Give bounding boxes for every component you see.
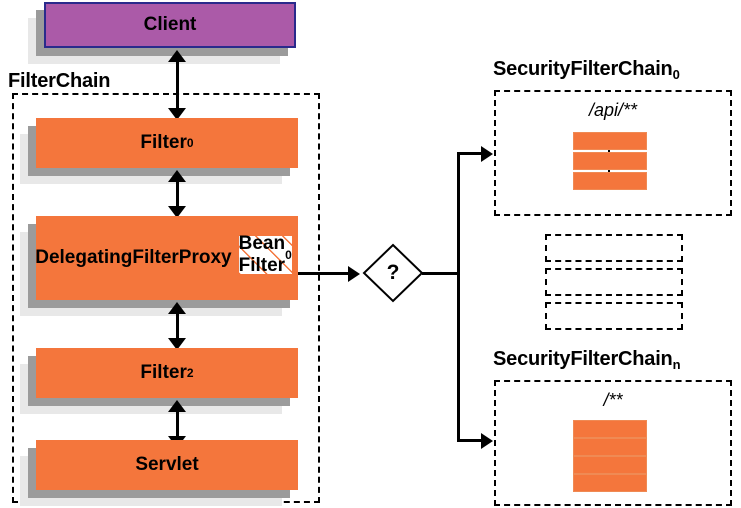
- servlet-face: Servlet: [36, 440, 298, 490]
- client-arrow-head-down: [168, 108, 186, 120]
- bean-to-decision-arrow-head: [348, 266, 360, 282]
- securityfilterchain-0-label: SecurityFilterChain0: [493, 58, 680, 82]
- placeholder-chain: [545, 234, 683, 262]
- filter0-label: Filter: [140, 132, 187, 153]
- securityfilterchain-n-label: SecurityFilterChainn: [493, 348, 681, 372]
- securityfilterchain-n-box[interactable]: /**: [494, 380, 732, 506]
- decision-branch-vertical: [457, 152, 460, 442]
- client-arrow-head-up: [168, 50, 186, 62]
- decision-trunk-line: [422, 272, 460, 275]
- decision-diamond-shape: [362, 243, 424, 303]
- chainn-filter-bar: [573, 438, 647, 456]
- securityfilterchain-0-subscript: 0: [672, 67, 680, 82]
- servlet-label: Servlet: [135, 454, 199, 475]
- securityfilterchain-0-label-text: SecurityFilterChain: [493, 58, 673, 80]
- chainn-filter-bar: [573, 420, 647, 438]
- servlet-node[interactable]: Servlet: [20, 440, 298, 506]
- proxy-filter2-arrow-head-down: [168, 338, 186, 350]
- proxy-filter2-arrow-head-up: [168, 302, 186, 314]
- bean-filter-subscript: 0: [285, 248, 292, 262]
- chainn-filter-bar: [573, 474, 647, 492]
- filter0-proxy-arrow-head-up: [168, 170, 186, 182]
- proxy-title: DelegatingFilterProxy: [35, 247, 232, 268]
- branch-upper-arrow-head: [481, 146, 493, 162]
- decision-diamond[interactable]: ?: [362, 243, 424, 303]
- branch-lower-line: [457, 439, 489, 442]
- client-label: Client: [143, 14, 197, 35]
- filter2-label: Filter: [140, 362, 187, 383]
- filterchain-label-text: FilterChain: [8, 70, 111, 92]
- securityfilterchain-0-pattern: /api/**: [588, 100, 638, 120]
- securityfilterchain-0-box[interactable]: /api/**: [494, 90, 732, 216]
- filter2-servlet-connector: [176, 410, 179, 438]
- placeholder-chain: [545, 302, 683, 330]
- securityfilterchain-n-pattern: /**: [603, 390, 623, 410]
- proxy-filter2-connector: [176, 312, 179, 340]
- client-node[interactable]: Client: [28, 2, 296, 64]
- client-filter-connector: [176, 60, 179, 110]
- client-face: Client: [44, 2, 296, 48]
- branch-lower-arrow-head: [481, 433, 493, 449]
- branch-upper-line: [457, 152, 489, 155]
- bean-to-decision-line: [298, 272, 350, 275]
- securityfilterchain-n-subscript: n: [672, 357, 681, 372]
- securityfilterchain-n-label-text: SecurityFilterChain: [493, 348, 673, 370]
- placeholder-chain: [545, 268, 683, 296]
- filter0-proxy-arrow-head-down: [168, 206, 186, 218]
- chainn-filter-bar: [573, 456, 647, 474]
- filter2-subscript: 2: [186, 366, 194, 380]
- filter2-servlet-arrow-head-up: [168, 400, 186, 412]
- filter0-proxy-connector: [176, 180, 179, 208]
- chain0-filter-bar: [573, 132, 647, 150]
- filter0-subscript: 0: [186, 136, 194, 150]
- chain0-filter-bar: [573, 152, 647, 170]
- bean-filter-label: Bean Filter: [238, 233, 286, 276]
- chain0-filter-bar: [573, 172, 647, 190]
- filterchain-group-label: FilterChain: [8, 70, 110, 93]
- decision-label: ?: [386, 261, 400, 284]
